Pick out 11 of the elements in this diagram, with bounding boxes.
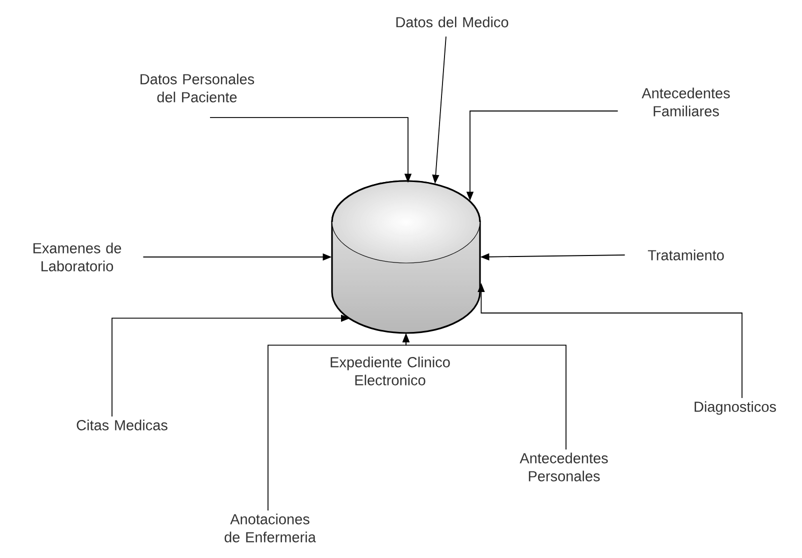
cylinder-caption: Expediente Clinico Electronico [330,356,450,386]
flow-label: Diagnosticos [694,401,776,415]
flow-label: Citas Medicas [76,420,168,430]
flow-label: Datos del Medico [396,16,508,28]
flow-label: Examenes de Laboratorio [33,242,122,272]
database-cylinder [331,180,481,334]
flow-label: Tratamiento [648,250,724,260]
flow-label: Antecedentes Familiares [642,88,730,116]
flow-label: Antecedentes Personales [520,452,608,482]
flow-label: Anotaciones de Enfermeria [224,514,316,542]
flow-label: Datos Personales del Paciente [140,74,254,102]
